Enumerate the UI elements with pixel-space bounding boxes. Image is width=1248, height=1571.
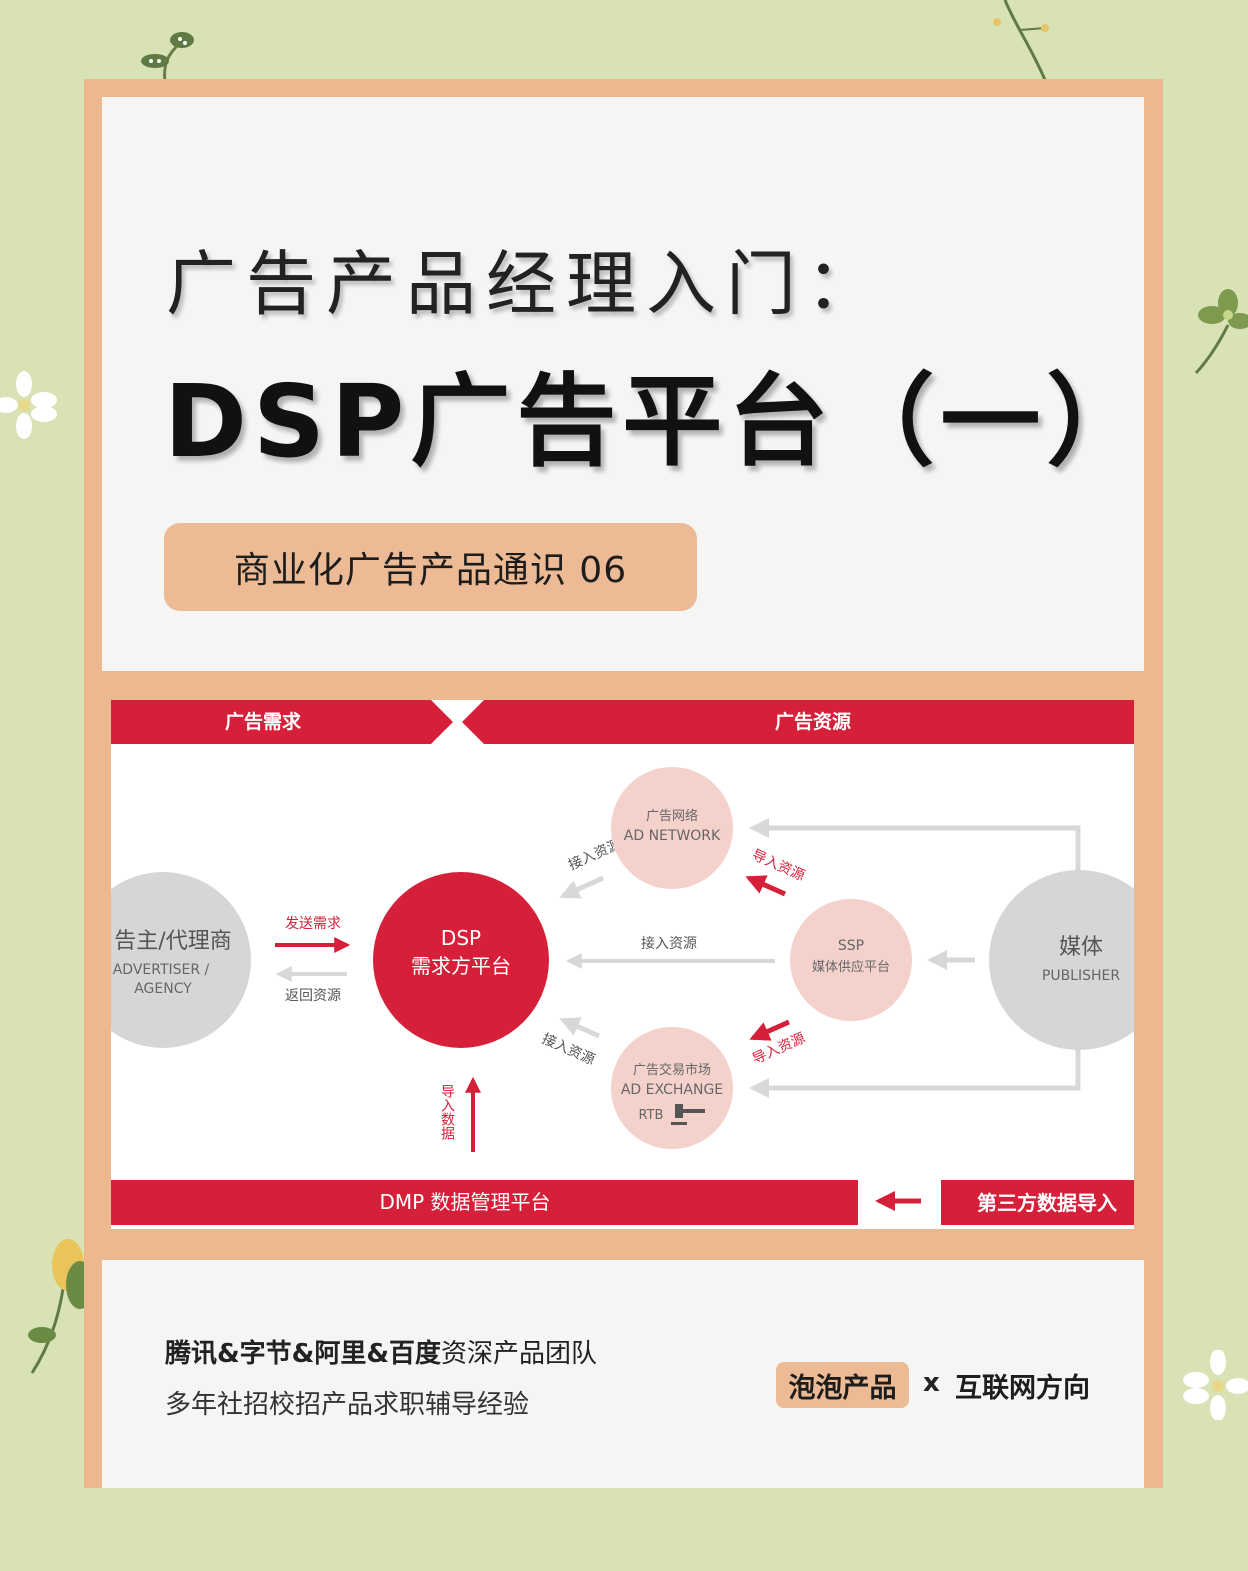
advertiser-en-2: AGENCY (134, 981, 192, 997)
brand-partner: 互联网方向 (955, 1373, 1090, 1404)
leaf-sprig-icon (141, 32, 194, 84)
experience-line: 多年社招校招产品求职辅导经验 (165, 1390, 530, 1420)
dmp-bar-label: DMP 数据管理平台 (379, 1190, 550, 1214)
ssp-circle (790, 899, 912, 1021)
ad-exchange-zh: 广告交易市场 (633, 1062, 711, 1078)
return-resource-label: 返回资源 (285, 988, 341, 1004)
banner-demand-label: 广告需求 (225, 710, 302, 733)
ad-network-en: AD NETWORK (624, 828, 721, 844)
advertiser-zh: 告主/代理商 (114, 929, 231, 954)
ad-network-zh: 广告网络 (646, 808, 698, 824)
ssp-zh: 媒体供应平台 (812, 959, 890, 975)
ssp-to-network-arrow (745, 875, 787, 897)
third-party-bar (941, 1180, 1134, 1225)
footer-panel (102, 1260, 1144, 1488)
publisher-to-exchange-line (749, 1045, 1081, 1098)
team-credentials: 腾讯&字节&阿里&百度资深产品团队 (165, 1333, 597, 1370)
dmp-bar (111, 1180, 858, 1225)
ssp-to-exchange-arrow (749, 1019, 791, 1041)
brand-separator: x (923, 1368, 940, 1398)
dsp-en: DSP (441, 926, 481, 950)
import-data-label: 导入数据 (439, 1084, 455, 1140)
white-daisy-icon (1183, 1350, 1248, 1420)
access-mid-label: 接入资源 (641, 935, 697, 952)
send-demand-label: 发送需求 (285, 916, 341, 932)
ssp-en: SSP (838, 938, 864, 954)
access-bottom-label: 接入资源 (539, 1030, 597, 1068)
tulip-icon (28, 1239, 90, 1374)
dsp-circle (373, 872, 549, 1048)
publisher-zh: 媒体 (1059, 935, 1103, 960)
publisher-en: PUBLISHER (1042, 968, 1120, 984)
banner-demand (111, 700, 453, 744)
green-flower-icon (1194, 289, 1248, 375)
white-flower-icon (0, 371, 57, 439)
ad-exchange-rtb: RTB (639, 1108, 664, 1123)
dsp-zh: 需求方平台 (411, 954, 511, 978)
publisher-to-network-line (749, 818, 1081, 880)
team-description: 资深产品团队 (441, 1339, 598, 1369)
series-badge: 商业化广告产品通识 06 (164, 523, 697, 611)
team-companies: 腾讯&字节&阿里&百度 (165, 1339, 442, 1369)
publisher-circle (989, 870, 1134, 1050)
brand-badge: 泡泡产品 (776, 1362, 909, 1408)
ad-network-circle (611, 767, 733, 889)
banner-resource (462, 700, 1134, 744)
import-top-label: 导入资源 (749, 847, 807, 884)
exchange-to-dsp-arrow (559, 1017, 601, 1039)
advertiser-circle (111, 872, 251, 1048)
title-line-1: 广告产品经理入门： (166, 243, 886, 325)
branch-icon (993, 0, 1049, 80)
advertiser-en-1: ADVERTISER / (113, 962, 210, 978)
title-line-2: DSP广告平台（一） (164, 363, 1153, 480)
ad-exchange-circle (611, 1027, 733, 1149)
dsp-ecosystem-diagram: 广告需求 广告资源 接入资源 接入资源 接入资源 导入资源 导入资源 告主/代理… (111, 700, 1134, 1229)
network-to-dsp-arrow (559, 875, 605, 899)
gavel-icon (671, 1104, 705, 1125)
third-party-bar-label: 第三方数据导入 (977, 1191, 1117, 1215)
banner-resource-label: 广告资源 (775, 710, 851, 733)
ad-exchange-en: AD EXCHANGE (621, 1082, 723, 1098)
